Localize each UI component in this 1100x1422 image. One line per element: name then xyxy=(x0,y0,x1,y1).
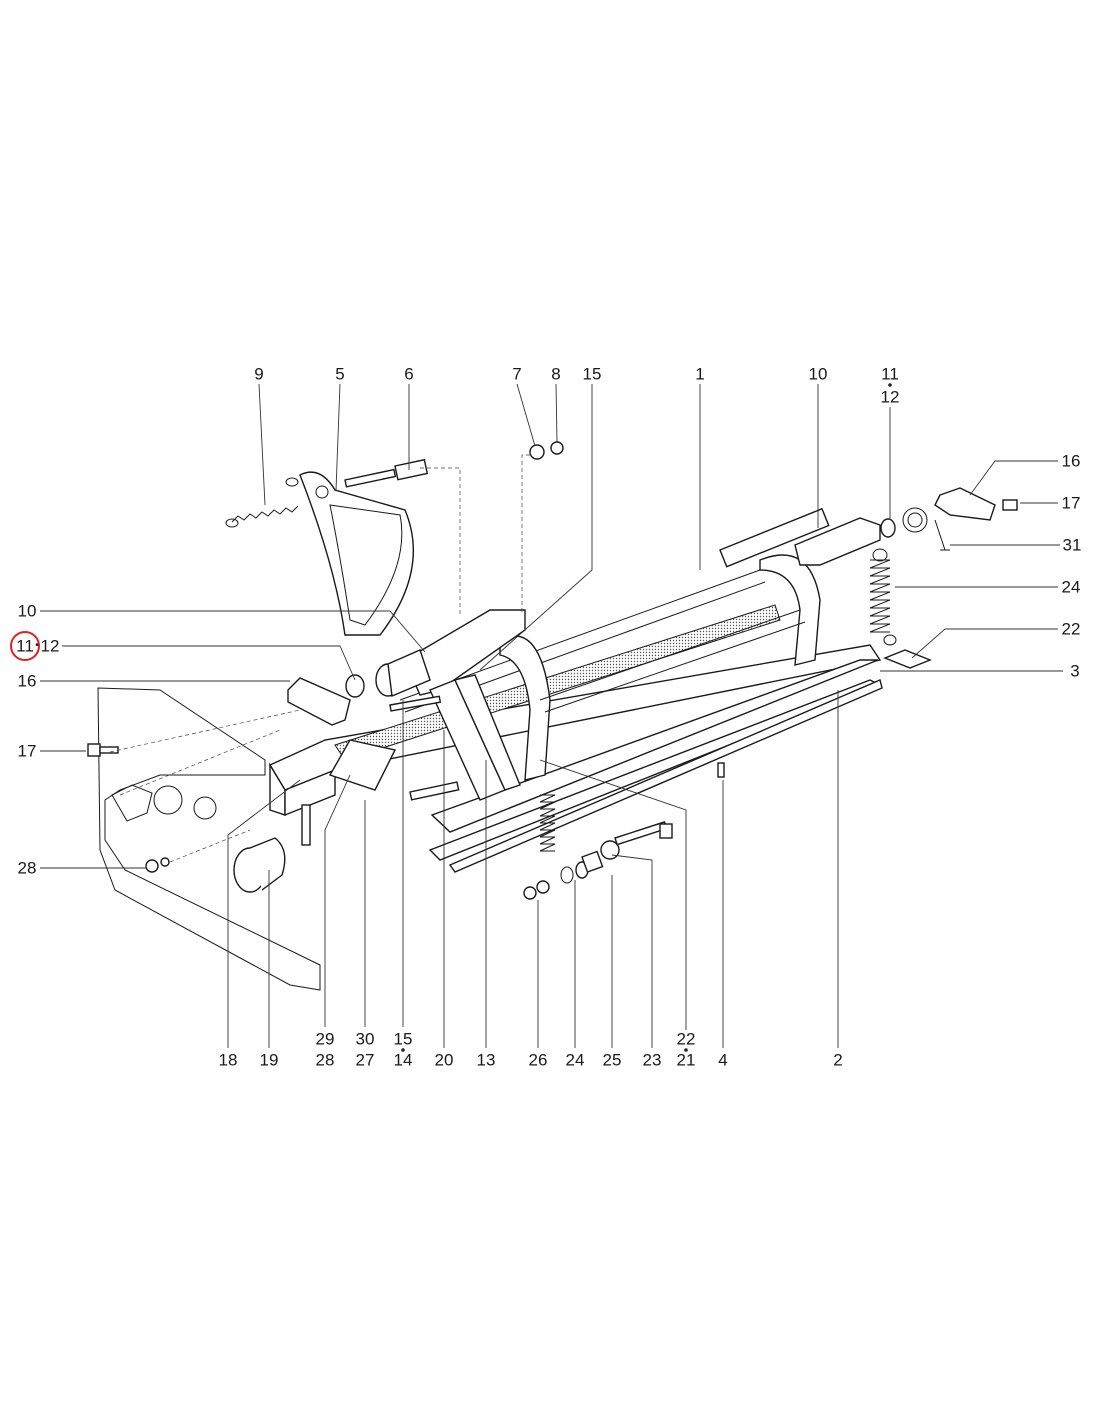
label-6: 6 xyxy=(404,364,414,384)
label-dot: • xyxy=(35,640,39,651)
sector-plate-5 xyxy=(299,471,415,636)
label-4: 4 xyxy=(718,1050,728,1070)
label-27: 27 xyxy=(355,1050,375,1070)
mounting-plate xyxy=(97,687,321,991)
label-7: 7 xyxy=(512,364,522,384)
clip-22 xyxy=(883,649,932,669)
spring-9 xyxy=(225,477,299,528)
angle-30 xyxy=(328,739,397,791)
label-10-left: 10 xyxy=(17,601,37,621)
label-12-left: 12 xyxy=(40,636,60,656)
label-23: 23 xyxy=(642,1050,662,1070)
label-26: 26 xyxy=(528,1050,548,1070)
bolt-23 xyxy=(600,821,673,860)
label-2: 2 xyxy=(833,1050,843,1070)
nuts-26 xyxy=(523,880,550,900)
nut-28 xyxy=(145,857,170,873)
plate-16 xyxy=(287,677,351,726)
label-10: 10 xyxy=(808,364,828,384)
frame xyxy=(268,507,883,873)
label-31: 31 xyxy=(1062,535,1082,555)
label-18: 18 xyxy=(218,1050,238,1070)
leader-lines xyxy=(40,383,1063,1048)
label-17-left: 17 xyxy=(17,741,37,761)
label-12: 12 xyxy=(880,387,900,407)
label-22-right: 22 xyxy=(1061,619,1081,639)
label-17-right: 17 xyxy=(1061,493,1081,513)
bushing-25 xyxy=(575,850,604,879)
label-3: 3 xyxy=(1070,661,1080,681)
bolt-vertical xyxy=(301,804,311,846)
label-19: 19 xyxy=(259,1050,279,1070)
label-16-right: 16 xyxy=(1061,451,1081,471)
label-22-bottom: 22 xyxy=(676,1029,696,1049)
bolt-17-right xyxy=(1002,499,1018,511)
label-8: 8 xyxy=(551,364,561,384)
label-9: 9 xyxy=(254,364,264,384)
highlight-circle xyxy=(10,631,40,661)
label-28-left: 28 xyxy=(17,858,37,878)
screw-4 xyxy=(717,762,725,778)
plate-16-right xyxy=(934,487,996,521)
tube-19 xyxy=(233,837,286,893)
label-11: 11 xyxy=(881,364,899,384)
bolt-6 xyxy=(344,458,429,488)
bolt-17 xyxy=(87,743,119,757)
label-13: 13 xyxy=(476,1050,496,1070)
label-16-left: 16 xyxy=(17,671,37,691)
spring-24-right xyxy=(869,548,897,646)
label-21: 21 xyxy=(676,1050,696,1070)
label-28-bottom: 28 xyxy=(315,1050,335,1070)
assembly-lines xyxy=(109,454,530,863)
spring-24-lower xyxy=(539,794,574,884)
label-1: 1 xyxy=(695,364,705,384)
label-15: 15 xyxy=(582,364,602,384)
torsion-spring-31 xyxy=(880,507,950,551)
label-5: 5 xyxy=(335,364,345,384)
label-15-bottom: 15 xyxy=(393,1029,413,1049)
label-29: 29 xyxy=(315,1029,335,1049)
label-30: 30 xyxy=(355,1029,375,1049)
label-24-right: 24 xyxy=(1061,577,1081,597)
label-20: 20 xyxy=(434,1050,454,1070)
label-24-bottom: 24 xyxy=(565,1050,585,1070)
label-25: 25 xyxy=(602,1050,622,1070)
label-14: 14 xyxy=(393,1050,413,1070)
